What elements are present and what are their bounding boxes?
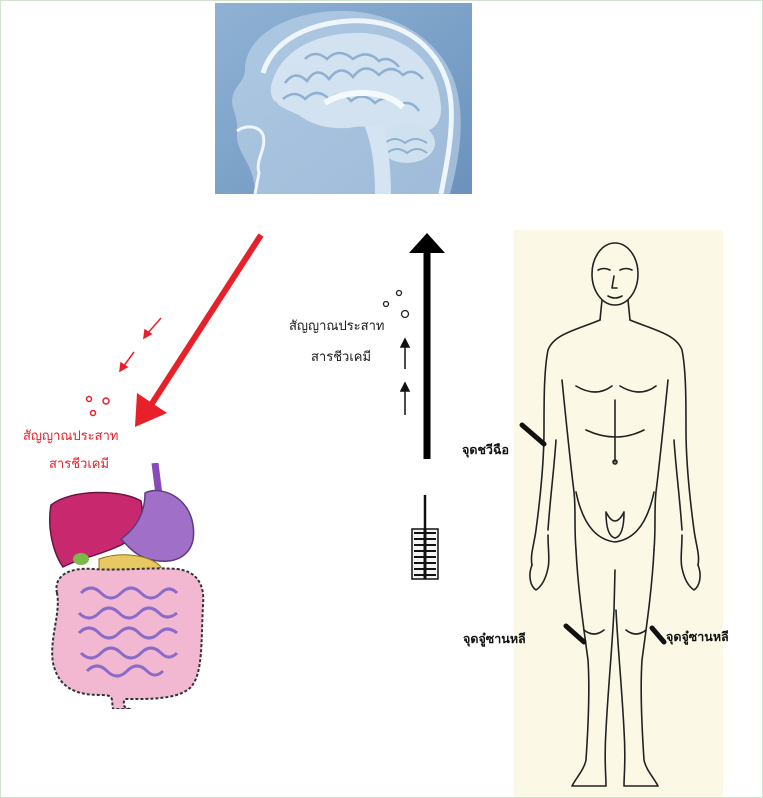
- small-black-arrow-icon: [399, 337, 411, 415]
- human-body-outline-icon: [514, 230, 723, 797]
- biochemical-label: สารชีวเคมี: [49, 457, 110, 472]
- red-arrow-icon: [135, 233, 264, 427]
- acupuncture-needle-icon: [411, 495, 439, 580]
- acupoint-label-zusanli-left: จุดจู๋ซานหลี: [463, 631, 526, 646]
- black-bubbles-icon: [382, 289, 410, 319]
- digestive-organs-icon: [48, 463, 205, 709]
- acupoint-label-zusanli-right: จุดจู๋ซานหลี: [666, 629, 729, 644]
- brain-mri-icon: [215, 3, 472, 194]
- nerve-signal-label: สัญญาณประสาท: [23, 429, 119, 444]
- black-arrow-icon: [409, 233, 445, 459]
- small-red-arrow-icon: [119, 317, 162, 373]
- biochemical-label-center: สารชีวเคมี: [311, 350, 372, 365]
- nerve-signal-label-center: สัญญาณประสาท: [289, 319, 385, 334]
- acupoint-label-chewichue: จุดชวีฉือ: [462, 442, 509, 457]
- red-bubbles-icon: [85, 395, 110, 417]
